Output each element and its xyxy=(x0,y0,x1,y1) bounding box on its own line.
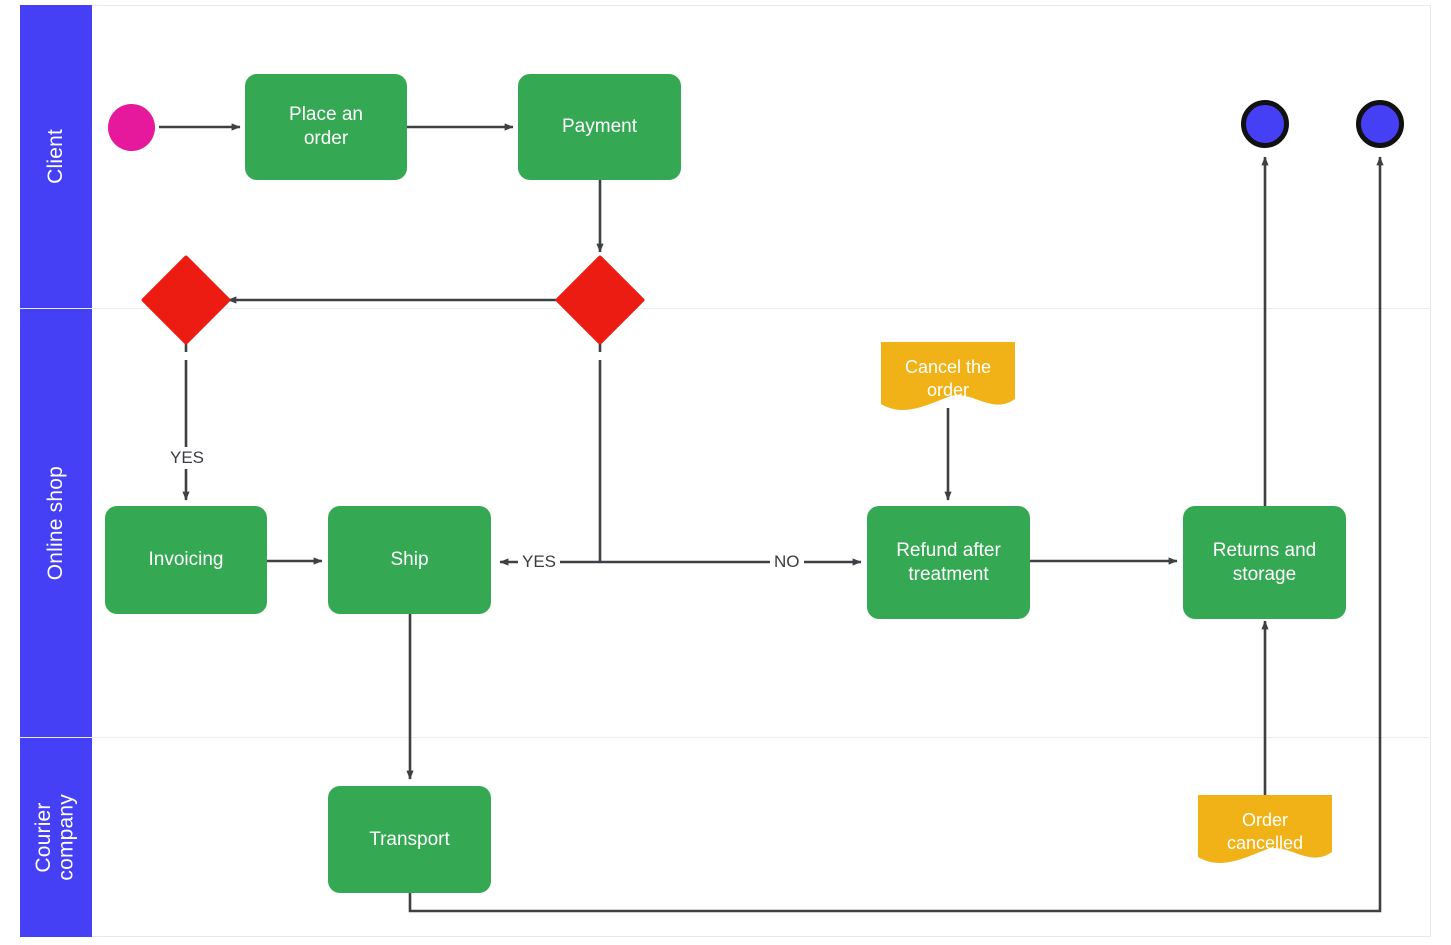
end-event-1[interactable] xyxy=(1241,100,1289,148)
lane-header-courier-company[interactable]: Courier company xyxy=(20,738,92,937)
edge-label-yes-invoicing: YES xyxy=(166,447,209,469)
annotation-order-cancelled[interactable]: Order cancelled xyxy=(1198,795,1332,865)
task-refund-after-treatment[interactable]: Refund after treatment xyxy=(867,506,1030,619)
lane-header-client[interactable]: Client xyxy=(20,5,92,308)
task-label-invoicing: Invoicing xyxy=(148,549,224,571)
edge-label-no-refund: NO xyxy=(770,551,804,573)
lane-header-online-shop[interactable]: Online shop xyxy=(20,309,92,737)
task-transport[interactable]: Transport xyxy=(328,786,491,893)
edge-label-yes-ship: YES xyxy=(518,551,561,573)
start-event[interactable] xyxy=(108,104,155,151)
task-returns-and-storage[interactable]: Returns and storage xyxy=(1183,506,1346,619)
task-ship[interactable]: Ship xyxy=(328,506,491,614)
annotation-cancel-the-order[interactable]: Cancel the order xyxy=(881,342,1015,412)
task-label-payment: Payment xyxy=(562,116,637,138)
flow-transport-to-end-event-2 xyxy=(408,156,1384,913)
lane-divider-client-onlineshop xyxy=(20,308,1431,309)
task-invoicing[interactable]: Invoicing xyxy=(105,506,267,614)
task-label-refund-after-treatment: Refund after treatment xyxy=(896,539,1001,585)
task-label-place-an-order: Place an order xyxy=(289,104,363,149)
end-event-2[interactable] xyxy=(1356,100,1404,148)
task-place-an-order[interactable]: Place an order xyxy=(245,74,407,180)
note-shape-order-cancelled xyxy=(1198,795,1332,863)
task-label-transport: Transport xyxy=(369,828,450,850)
note-shape-cancel-the-order xyxy=(881,342,1015,410)
task-payment[interactable]: Payment xyxy=(518,74,681,180)
task-label-ship: Ship xyxy=(390,549,429,571)
lane-divider-onlineshop-courier xyxy=(20,737,1431,738)
task-label-returns-and-storage: Returns and storage xyxy=(1212,539,1317,585)
